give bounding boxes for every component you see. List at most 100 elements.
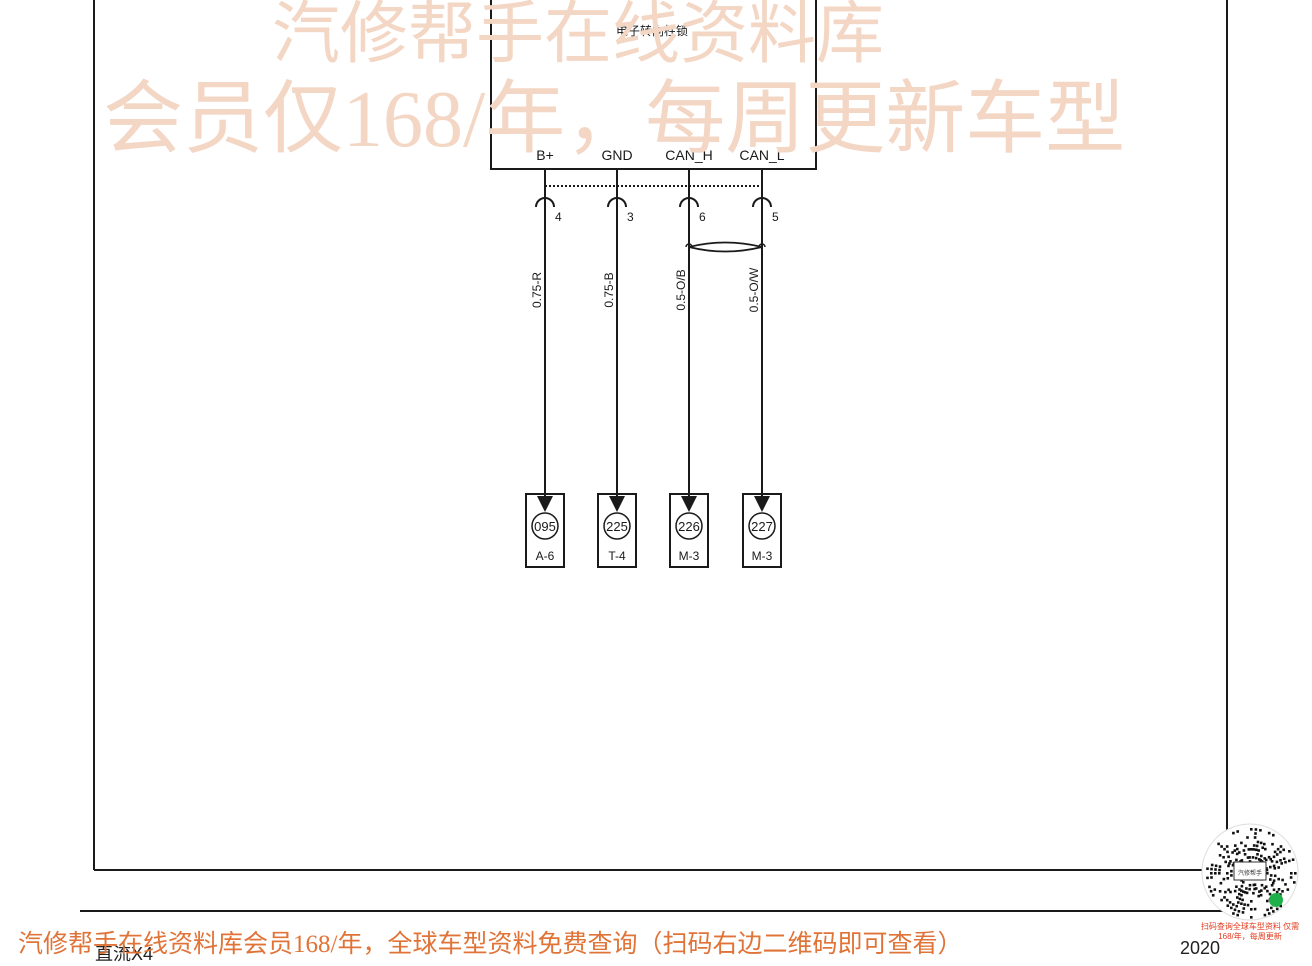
qr-dot <box>1224 890 1227 894</box>
promo-banner: 汽修帮手在线资料库会员168/年，全球车型资料免费查询（扫码右边二维码即可查看） <box>18 931 963 958</box>
qr-dot <box>1218 868 1221 872</box>
qr-dot <box>1266 899 1269 903</box>
qr-dot <box>1240 893 1243 897</box>
qr-dot <box>1267 831 1271 835</box>
pin-number-label: 6 <box>699 210 706 224</box>
qr-dot <box>1230 869 1233 873</box>
qr-dot <box>1208 885 1211 889</box>
qr-dot <box>1259 841 1263 845</box>
pin-name-label: B+ <box>536 147 554 163</box>
pin-name-label: CAN_L <box>739 147 784 163</box>
qr-dot <box>1272 855 1276 859</box>
qr-dot <box>1260 854 1263 858</box>
twisted-pair-symbol <box>688 241 763 253</box>
qr-dot <box>1257 894 1260 898</box>
qr-dot <box>1294 872 1297 875</box>
qr-dot <box>1264 847 1267 851</box>
wire-spec-label: 0.5-O/W <box>747 267 761 312</box>
qr-dot <box>1242 880 1245 884</box>
qr-dot <box>1268 892 1272 896</box>
qr-dot <box>1291 858 1295 861</box>
qr-dot <box>1236 830 1239 833</box>
qr-dot <box>1248 860 1252 863</box>
qr-dot <box>1260 889 1263 892</box>
qr-dot <box>1270 884 1274 887</box>
qr-dot <box>1218 865 1222 868</box>
footer-year-label: 2020 <box>1180 938 1221 958</box>
qr-dot <box>1233 849 1237 852</box>
qr-dot <box>1246 856 1250 859</box>
qr-dot <box>1272 864 1276 868</box>
qr-dot <box>1269 865 1272 869</box>
destination-box <box>525 493 565 568</box>
qr-dot <box>1219 881 1223 885</box>
qr-dot <box>1238 888 1241 891</box>
qr-dot <box>1250 900 1253 903</box>
qr-logo-frame <box>1233 861 1267 881</box>
qr-dot <box>1276 847 1280 851</box>
qr-dot <box>1282 848 1285 852</box>
qr-dot <box>1250 848 1253 851</box>
qr-code[interactable]: 汽修帮手 <box>1200 822 1300 952</box>
component-title: 电子转向柱锁 <box>616 23 688 38</box>
qr-dot <box>1279 859 1282 862</box>
qr-dot <box>1229 860 1232 863</box>
qr-dot <box>1259 859 1262 862</box>
qr-dot <box>1223 896 1226 899</box>
component-box: 电子转向柱锁 <box>490 0 817 170</box>
qr-dot <box>1243 853 1247 856</box>
qr-dot <box>1222 856 1225 859</box>
qr-dot <box>1240 884 1244 888</box>
qr-dot <box>1241 898 1244 902</box>
qr-dot <box>1241 890 1245 893</box>
qr-dot <box>1242 907 1246 910</box>
qr-dot <box>1284 860 1287 864</box>
qr-dot <box>1246 836 1249 839</box>
qr-dot <box>1272 833 1275 837</box>
qr-dot <box>1275 907 1279 911</box>
destination-ref: M-3 <box>752 549 773 563</box>
qr-dot <box>1237 901 1240 904</box>
qr-dot <box>1272 888 1276 892</box>
qr-dot <box>1243 903 1246 906</box>
qr-dot <box>1240 902 1243 905</box>
qr-dot <box>1242 849 1246 852</box>
qr-dot <box>1267 912 1271 915</box>
qr-dot <box>1246 903 1250 907</box>
qr-dot <box>1277 888 1281 891</box>
qr-dot <box>1236 913 1239 917</box>
qr-dot <box>1252 844 1256 847</box>
qr-dot <box>1273 850 1277 854</box>
destination-box <box>742 493 782 568</box>
wire-spec-label: 0.75-R <box>530 272 544 308</box>
qr-dot <box>1228 901 1232 904</box>
wire-arrowhead <box>537 496 553 512</box>
destination-ref: T-4 <box>608 549 626 563</box>
qr-dot <box>1223 847 1226 851</box>
destination-circle <box>748 512 776 540</box>
qr-dot <box>1254 856 1258 860</box>
qr-dot <box>1218 890 1222 893</box>
qr-dot <box>1236 896 1239 899</box>
qr-dot <box>1263 857 1266 860</box>
qr-dot <box>1241 911 1245 914</box>
qr-dot <box>1243 891 1247 894</box>
wire-arrowhead <box>609 496 625 512</box>
qr-dot <box>1250 828 1253 831</box>
qr-dot <box>1226 872 1229 875</box>
qr-dot <box>1245 891 1249 895</box>
qr-dot <box>1226 877 1230 880</box>
qr-dot <box>1275 890 1279 894</box>
qr-dot <box>1289 876 1293 879</box>
qr-dot <box>1235 858 1238 862</box>
pin-name-label: CAN_H <box>665 147 712 163</box>
qr-dot <box>1254 887 1258 890</box>
destination-box <box>597 493 637 568</box>
qr-dot <box>1256 853 1259 856</box>
qr-dot <box>1232 903 1235 906</box>
qr-dot <box>1244 844 1247 848</box>
qr-dot <box>1233 889 1237 893</box>
destination-code: 095 <box>534 519 556 534</box>
destination-circle <box>675 512 703 540</box>
qr-caption: 扫码查询全球车型资料 仅需168/年，每周更新 <box>1200 922 1300 941</box>
